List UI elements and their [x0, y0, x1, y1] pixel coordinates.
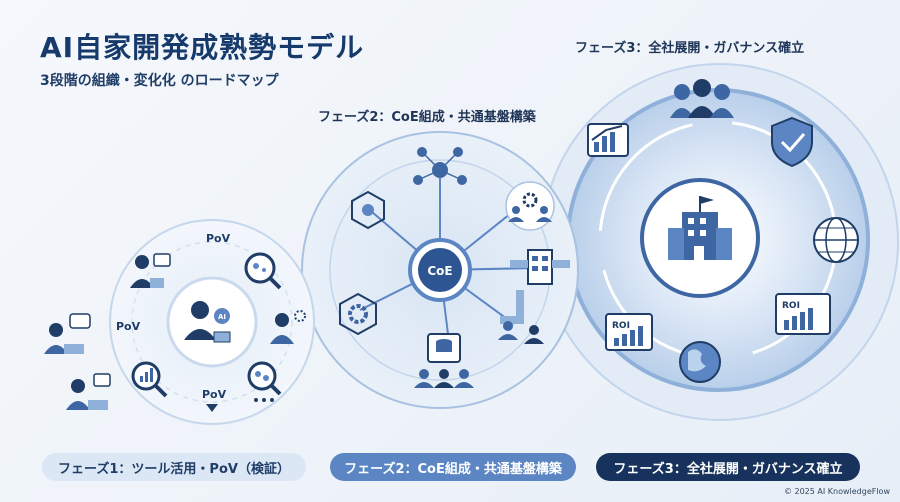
- globe-grid-icon: [813, 217, 859, 263]
- hexagon-cube-icon: [351, 190, 385, 230]
- ai-user-icon: [130, 253, 171, 288]
- ai-laptop-user-icon: [66, 373, 111, 410]
- hexagon-gear-icon: [339, 292, 377, 336]
- magnifier-microbe-icon: [247, 361, 282, 402]
- copyright-text: © 2025 AI KnowledgeFlow: [783, 487, 890, 496]
- phase3-heading: フェーズ3：全社展開・ガバナンス確立: [575, 41, 805, 56]
- page-subtitle: 3段階の組織・変化化 のロードマップ: [40, 73, 279, 89]
- gear-user-icon: [270, 310, 306, 344]
- magnifier-bacteria-icon: [244, 252, 282, 290]
- growth-chart-icon: [587, 123, 629, 157]
- roi-label: ROI: [782, 301, 800, 311]
- headquarters-building-icon: [668, 196, 732, 260]
- phase1-circle-group: AI PoV PoV PoV: [44, 219, 315, 425]
- phase3-circle-group: ROI ROI: [541, 63, 899, 421]
- roi-label-secondary: ROI: [612, 321, 630, 331]
- roi-chart-icon-secondary: ROI: [605, 313, 653, 351]
- ai-badge: AI: [218, 313, 226, 321]
- shield-check-icon: [771, 116, 813, 168]
- team-icon: [498, 321, 544, 344]
- pov-label-left: PoV: [116, 320, 141, 333]
- chat-user-icon: [44, 313, 91, 354]
- pov-label-bottom: PoV: [202, 388, 227, 401]
- building-pipe-icon: [500, 249, 570, 324]
- central-ai-user-icon: AI: [184, 301, 231, 343]
- team-icon: [670, 79, 734, 118]
- phase2-heading: フェーズ2：CoE組成・共通基盤構築: [318, 110, 536, 125]
- pov-label-top: PoV: [206, 232, 231, 245]
- magnifier-chart-icon: [131, 361, 168, 398]
- roi-chart-icon: ROI: [775, 293, 831, 335]
- coe-hub-label: CoE: [427, 264, 452, 278]
- phase2-circle-group: CoE: [301, 131, 579, 409]
- network-hub-icon: [413, 147, 467, 185]
- gear-team-icon: [505, 181, 555, 231]
- earth-icon: [679, 341, 721, 383]
- page-title: AI自家開発成熟勢モデル: [40, 31, 365, 64]
- phase1-pill: フェーズ1：ツール活用・PoV（検証）: [42, 453, 306, 481]
- database-team-icon: [414, 333, 474, 388]
- phase3-pill: フェーズ3：全社展開・ガバナンス確立: [596, 453, 860, 481]
- down-arrow-icon: [206, 404, 218, 412]
- phase2-pill: フェーズ2：CoE組成・共通基盤構築: [330, 453, 576, 481]
